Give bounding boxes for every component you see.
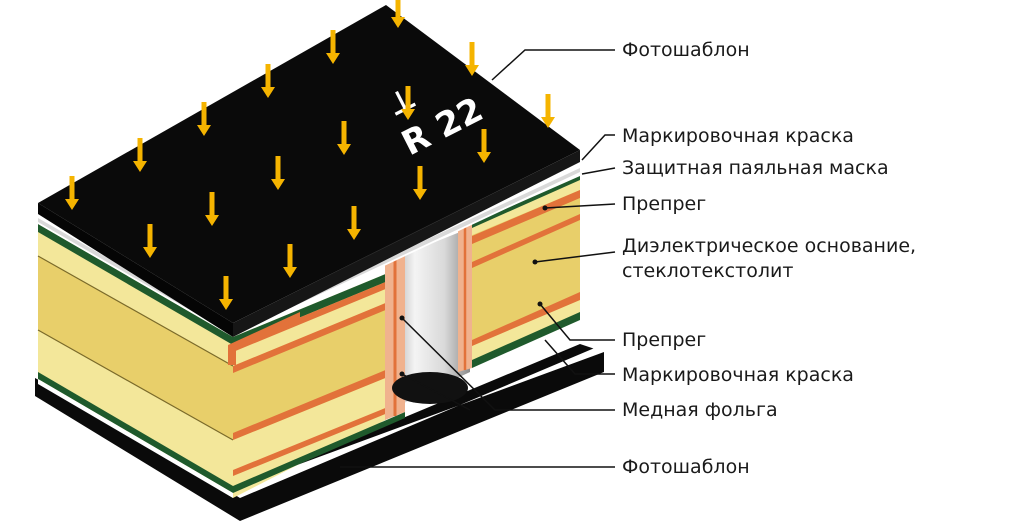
label-photomask-bottom: Фотошаблон — [622, 456, 750, 478]
leader-marking-ink-bottom — [544, 339, 615, 375]
leader-dots — [399, 205, 548, 377]
leader-solder-mask — [581, 167, 616, 175]
right-copper-bottom — [472, 292, 580, 346]
label-copper-foil: Медная фольга — [622, 399, 778, 421]
exposure-arrow — [391, 0, 405, 28]
exposure-arrow — [65, 176, 79, 210]
front-solder-mask-top — [38, 224, 233, 345]
label-photomask-top: Фотошаблон — [622, 39, 750, 61]
label-dielectric-line2: стеклотекстолит — [622, 260, 794, 282]
exposure-arrow — [271, 156, 285, 190]
right-copper-top — [472, 190, 580, 244]
leader-lines — [340, 49, 616, 468]
exposure-arrow — [337, 121, 351, 155]
board-front-face — [37, 224, 234, 498]
right-copper-mid — [472, 214, 580, 268]
leader-copper-foil-b — [401, 373, 471, 411]
exposure-arrow — [465, 42, 479, 76]
exposure-arrow — [205, 192, 219, 226]
copper-strip-1 — [233, 274, 405, 352]
leader-prepreg-top — [544, 203, 616, 209]
exposure-arrow — [219, 276, 233, 310]
leader-prepreg-bottom — [539, 303, 615, 341]
side-core — [233, 295, 405, 440]
front-solder-mask-bottom — [38, 372, 233, 493]
label-marking-ink-top: Маркировочная краска — [622, 125, 854, 147]
plated-through-hole — [385, 228, 470, 420]
copper-pad-front — [228, 312, 300, 365]
label-marking-ink-bottom: Маркировочная краска — [622, 364, 854, 386]
leader-dielectric — [534, 251, 616, 263]
top-photomask — [38, 5, 580, 337]
copper-strip-3 — [233, 362, 405, 440]
exposure-arrow — [413, 166, 427, 200]
exposure-arrow — [197, 102, 211, 136]
label-prepreg-bottom: Препрег — [622, 329, 707, 351]
label-solder-mask: Защитная паяльная маска — [622, 157, 889, 179]
exposure-arrow — [347, 206, 361, 240]
label-dielectric-line1: Диэлектрическое основание, — [622, 235, 917, 257]
bottom-photomask — [35, 344, 604, 521]
exposure-arrow — [477, 129, 491, 163]
exposure-arrow — [133, 138, 147, 172]
exposure-arrow — [261, 64, 275, 98]
leader-photomask-top — [491, 49, 615, 81]
exposure-arrow — [401, 86, 415, 120]
board-side-face — [228, 266, 405, 498]
exposure-arrows — [65, 0, 555, 310]
exposure-arrow — [326, 30, 340, 64]
exposure-arrow — [283, 244, 297, 278]
copper-strip-2 — [233, 295, 405, 373]
exposure-arrow — [541, 94, 555, 128]
leader-copper-foil-a — [401, 317, 615, 411]
exposure-arrow — [143, 224, 157, 258]
leader-marking-ink-top — [581, 134, 615, 161]
copper-strip-4 — [233, 400, 405, 476]
front-core — [38, 256, 233, 440]
label-prepreg-top: Препрег — [622, 193, 707, 215]
